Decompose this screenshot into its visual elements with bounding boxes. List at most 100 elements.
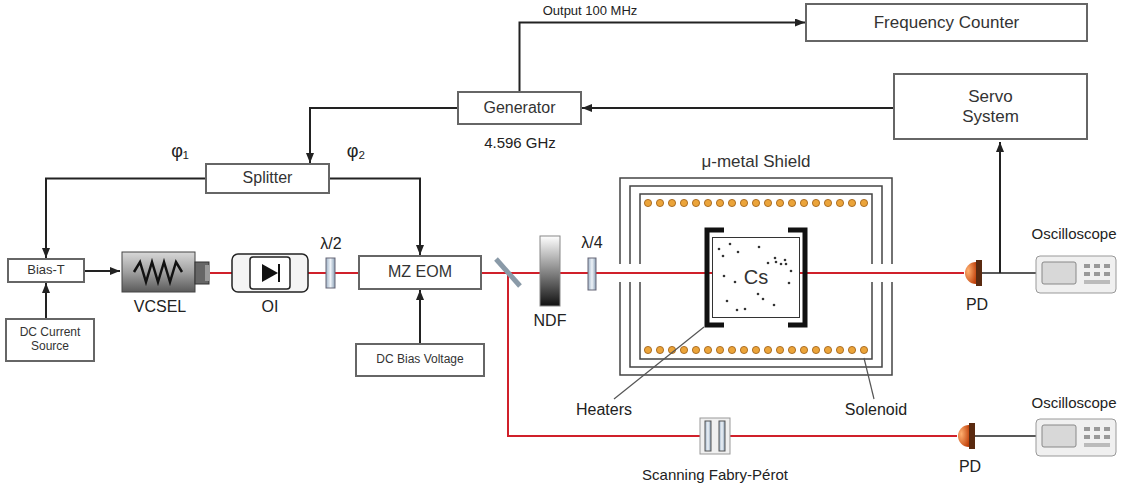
atom-dot <box>726 300 729 303</box>
quarter-wave-plate <box>588 258 596 290</box>
signal-connector <box>582 107 893 109</box>
box-label: Servo System <box>951 87 1031 126</box>
fabry-perot-cavity <box>719 421 725 451</box>
solenoid-winding <box>764 346 771 353</box>
atom-dot <box>736 309 739 312</box>
optical-isolator <box>278 264 280 282</box>
vcsel-symbol <box>195 262 209 284</box>
photodiode <box>969 423 975 449</box>
signal-wire <box>999 142 1001 273</box>
solenoid-winding <box>752 199 759 206</box>
shield-region: μ-metal ShieldCs <box>620 152 892 377</box>
vapor-cell: Cs <box>712 237 800 318</box>
photodiode <box>965 262 976 284</box>
solenoid-winding <box>692 346 699 353</box>
vcsel-symbol <box>205 265 210 281</box>
oscilloscope-icon <box>1094 264 1100 268</box>
signal-connector <box>520 23 806 92</box>
solenoid-winding <box>776 346 783 353</box>
box-label: DC Bias Voltage <box>376 353 463 367</box>
part-label: VCSEL <box>134 298 186 316</box>
oscilloscope-icon <box>1036 419 1116 456</box>
solenoid-winding <box>848 346 855 353</box>
mu-metal-shield <box>620 178 892 375</box>
box-label: DC Current Source <box>12 326 88 354</box>
solenoid-coil <box>644 199 867 353</box>
part-label: 4.596 GHz <box>484 135 556 152</box>
region-heading: μ-metal Shield <box>701 152 810 172</box>
atom-dot <box>722 255 725 258</box>
solenoid-winding <box>776 199 783 206</box>
optical-isolator <box>232 254 308 292</box>
box-label: Frequency Counter <box>874 13 1020 33</box>
signal-connector <box>45 283 47 318</box>
bias-voltage-box: DC Bias Voltage <box>355 343 485 377</box>
solenoid-winding <box>836 199 843 206</box>
solenoid-winding <box>740 199 747 206</box>
photodiode <box>958 425 969 447</box>
atom-dot <box>784 259 787 262</box>
oscilloscope-icon <box>1036 419 1116 456</box>
solenoid-winding <box>788 199 795 206</box>
solenoid-winding <box>860 199 867 206</box>
solenoid-winding <box>716 199 723 206</box>
part-label: λ/4 <box>581 234 602 252</box>
atom-dot <box>780 263 783 266</box>
oscilloscope-icon <box>1084 435 1090 439</box>
oscilloscope-icon <box>1104 264 1110 268</box>
atom-dot <box>774 257 777 260</box>
generator-box: Generator <box>457 91 582 125</box>
edge-label: φ₁ <box>169 142 191 162</box>
current-source-box: DC Current Source <box>5 318 95 362</box>
servo-box: Servo System <box>893 73 1088 140</box>
heater-frame <box>707 230 805 325</box>
atom-dot <box>785 263 788 266</box>
atom-dot <box>788 282 791 285</box>
optical-isolator <box>262 264 278 282</box>
fabry-perot-cavity <box>700 418 730 454</box>
oscilloscope-icon <box>1042 425 1076 447</box>
mu-metal-shield <box>640 194 872 359</box>
solenoid-winding <box>704 346 711 353</box>
solenoid-winding <box>656 199 663 206</box>
part-label: PD <box>959 458 981 476</box>
solenoid-winding <box>800 346 807 353</box>
oscilloscope-icon <box>1084 280 1110 284</box>
part-label: NDF <box>534 312 567 330</box>
oscilloscope-icon <box>1094 427 1100 431</box>
part-label: λ/2 <box>320 235 341 253</box>
solenoid-winding <box>692 199 699 206</box>
atom-dot <box>773 304 776 307</box>
solenoid-winding <box>800 199 807 206</box>
oscilloscope-icon <box>1084 272 1090 276</box>
solenoid-winding <box>788 346 795 353</box>
leader-line <box>614 327 704 399</box>
oscilloscope-icon <box>1042 262 1076 284</box>
signal-connector <box>46 179 205 259</box>
mu-metal-shield <box>630 186 882 367</box>
box-label: Splitter <box>243 169 293 187</box>
laser-beam <box>210 272 964 274</box>
photodiode <box>965 260 982 286</box>
laser-beam <box>210 273 964 436</box>
beam-splitter <box>496 259 520 286</box>
bias-tee-box: Bias-T <box>7 258 85 283</box>
part-label: Scanning Fabry-Pérot <box>642 467 788 484</box>
fabry-perot-cavity <box>705 421 711 451</box>
oscilloscope-icon <box>1104 427 1110 431</box>
neutral-density-filter <box>540 236 560 306</box>
atom-dot <box>790 270 793 273</box>
rf-wire <box>85 270 120 272</box>
part-label: Oscilloscope <box>1031 226 1116 243</box>
solenoid-winding <box>740 346 747 353</box>
atom-dot <box>758 246 761 249</box>
solenoid-winding <box>644 346 651 353</box>
atom-dot <box>734 281 737 284</box>
oscilloscope-icon <box>1036 256 1116 293</box>
modulator-box: MZ EOM <box>358 255 482 290</box>
optical-isolator <box>232 254 308 292</box>
solenoid-winding <box>716 346 723 353</box>
atom-dot <box>723 275 726 278</box>
photodiode <box>976 260 982 286</box>
edge-label: φ₂ <box>345 142 368 162</box>
